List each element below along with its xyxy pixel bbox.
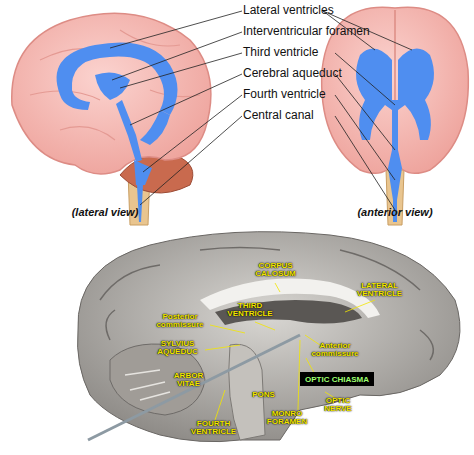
ventricle-label: Cerebral aqueduct — [243, 67, 383, 80]
cerebral-aqueduct — [116, 100, 142, 162]
structure-label: CORPUS CALOSUM — [248, 262, 303, 279]
sagittal-photo — [78, 232, 461, 442]
fourth-ventricle — [134, 160, 152, 185]
structure-label: FOURTH VENTRICLE — [186, 420, 241, 437]
temporal-horn — [140, 110, 170, 145]
lateral-brain — [12, 13, 211, 225]
structure-label: THIRD VENTRICLE — [225, 302, 275, 319]
highlight-box: OPTIC CHIASMA — [300, 372, 374, 386]
leader-lines — [110, 11, 412, 210]
brain-section — [78, 232, 461, 442]
view-caption: (lateral view) — [45, 207, 165, 219]
structure-label: SYLVIUS AQUEDUC — [150, 340, 205, 357]
ventricle-label: Lateral ventricles — [243, 4, 383, 17]
structure-label: MONRO FORAMEN — [262, 410, 312, 427]
ventricle-label: Central canal — [243, 109, 383, 122]
left-lateral-ventricle — [356, 49, 392, 140]
lateral-ventricle-cavity — [215, 300, 362, 325]
structure-label: ARBOR VITAE — [166, 372, 211, 389]
structure-label: Anterior commissure — [305, 342, 365, 359]
midline-ventricles — [388, 100, 402, 222]
structure-label: Posterior commissure — [150, 313, 210, 330]
structure-label: OPTIC CHIASMA — [305, 375, 369, 384]
ventricle-label: Third ventricle — [243, 46, 383, 59]
cerebrum — [12, 13, 211, 174]
ventricle-label: Interventricular foramen — [243, 25, 403, 38]
arbor-vitae-branches — [125, 370, 170, 400]
anterior-brain — [322, 7, 469, 225]
sulci — [100, 248, 433, 361]
ventricle-label: Fourth ventricle — [243, 88, 383, 101]
third-ventricle — [95, 72, 130, 100]
right-lateral-ventricle — [398, 49, 434, 140]
structure-label: LATERAL VENTRICLE — [352, 282, 407, 299]
structure-label: OPTIC NERVE — [318, 397, 358, 414]
photo-leader-lines — [205, 283, 375, 420]
structure-label: PONS — [246, 391, 281, 399]
view-caption: (anterior view) — [335, 207, 455, 219]
